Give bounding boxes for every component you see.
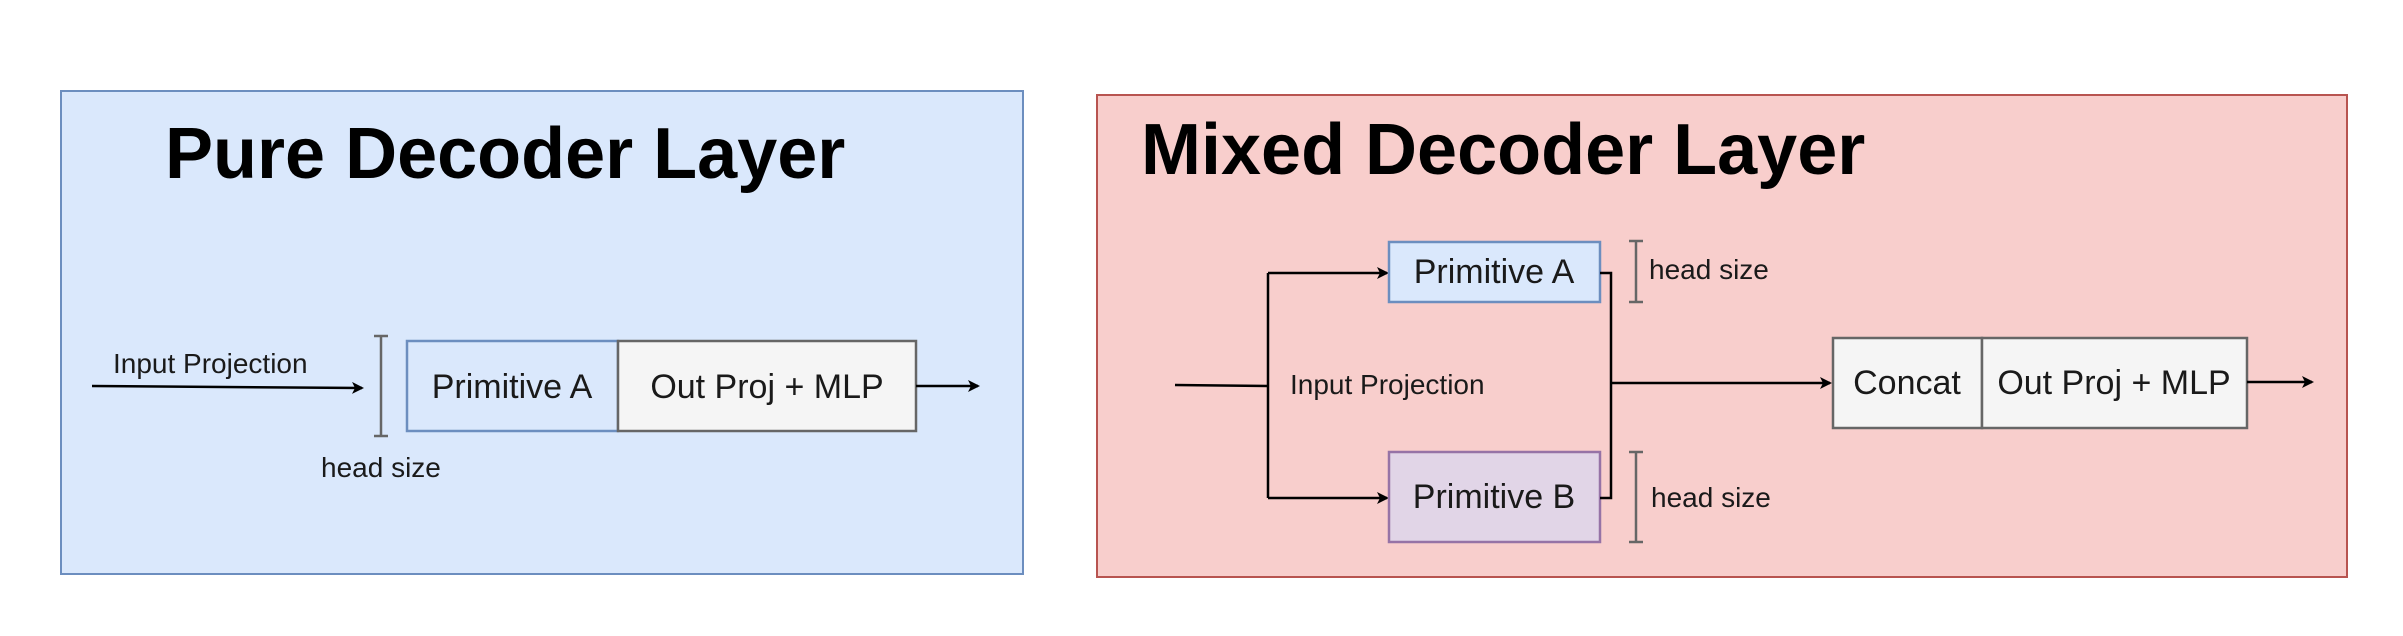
pure-decoder-panel: Pure Decoder Layer Input Projection head… [60, 90, 1024, 575]
pure-panel-background [60, 90, 1024, 575]
mixed-primitive-a-label: Primitive A [1414, 253, 1575, 291]
mixed-merge-connector [1600, 271, 1613, 500]
mixed-input-label: Input Projection [1290, 369, 1485, 400]
mixed-head-size-b-label: head size [1651, 482, 1771, 513]
mixed-input-line [1174, 383, 1269, 388]
pure-input-arrow [91, 381, 364, 394]
pure-out-proj-mlp-box [616, 339, 918, 433]
mixed-primitive-b-box [1387, 450, 1602, 544]
mixed-head-size-bracket-a [1629, 239, 1643, 304]
pure-primitive-a-label: Primitive A [432, 368, 593, 406]
pure-panel-title: Pure Decoder Layer [165, 114, 845, 194]
mixed-decoder-panel: Mixed Decoder Layer Input Projection Pri… [1096, 94, 2348, 578]
mixed-out-proj-mlp-label: Out Proj + MLP [1997, 364, 2230, 402]
mixed-head-size-bracket-b [1629, 450, 1643, 544]
mixed-out-proj-mlp-box [1980, 336, 2249, 430]
mixed-concat-label: Concat [1853, 364, 1961, 402]
mixed-primitive-b-label: Primitive B [1413, 478, 1575, 516]
mixed-head-size-a-label: head size [1649, 254, 1769, 285]
mixed-panel-title: Mixed Decoder Layer [1141, 110, 1865, 190]
pure-input-label: Input Projection [113, 348, 308, 379]
pure-primitive-a-box [405, 339, 620, 433]
mixed-panel-background [1096, 94, 2348, 578]
pure-out-proj-mlp-label: Out Proj + MLP [650, 368, 883, 406]
pure-head-size-bracket [374, 334, 388, 438]
pure-head-size-label: head size [321, 452, 441, 483]
mixed-concat-box [1831, 336, 1984, 430]
